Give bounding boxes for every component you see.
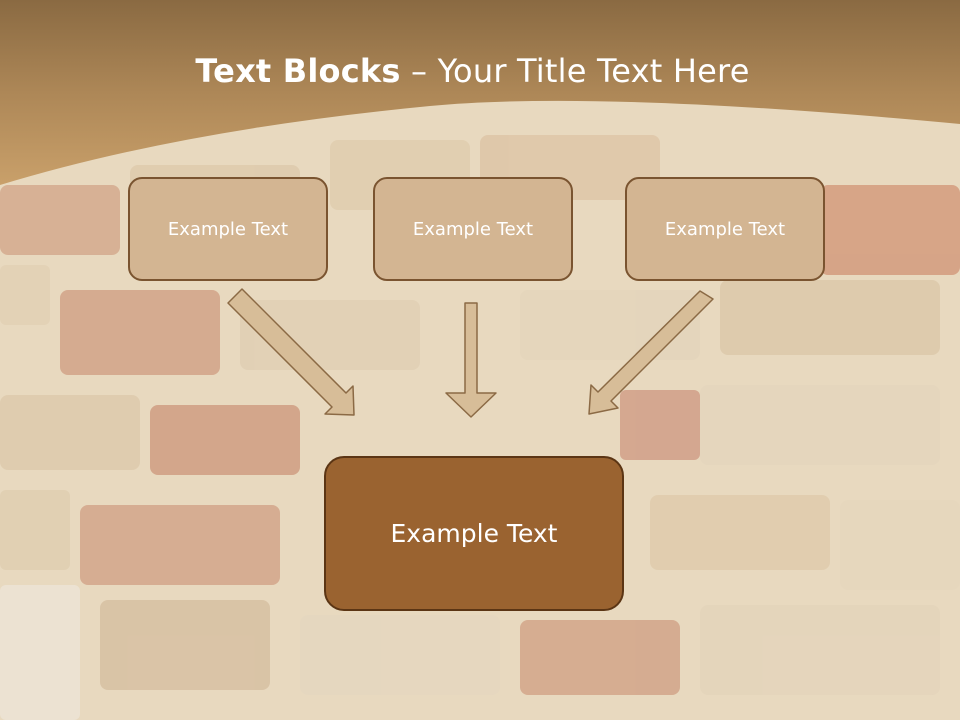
title-dash: – <box>400 52 438 90</box>
title-rest-part: Your Title Text Here <box>437 52 750 90</box>
arrow-down-right-icon <box>227 288 355 416</box>
arrow-down-icon <box>445 302 497 418</box>
text-block-center: Example Text <box>373 177 573 281</box>
text-block-left: Example Text <box>128 177 328 281</box>
slide-title: Text Blocks – Your Title Text Here <box>0 52 945 90</box>
arrow-down-left-icon <box>588 290 714 415</box>
text-block-right: Example Text <box>625 177 825 281</box>
text-block-result: Example Text <box>324 456 624 611</box>
title-bold-part: Text Blocks <box>195 52 401 90</box>
